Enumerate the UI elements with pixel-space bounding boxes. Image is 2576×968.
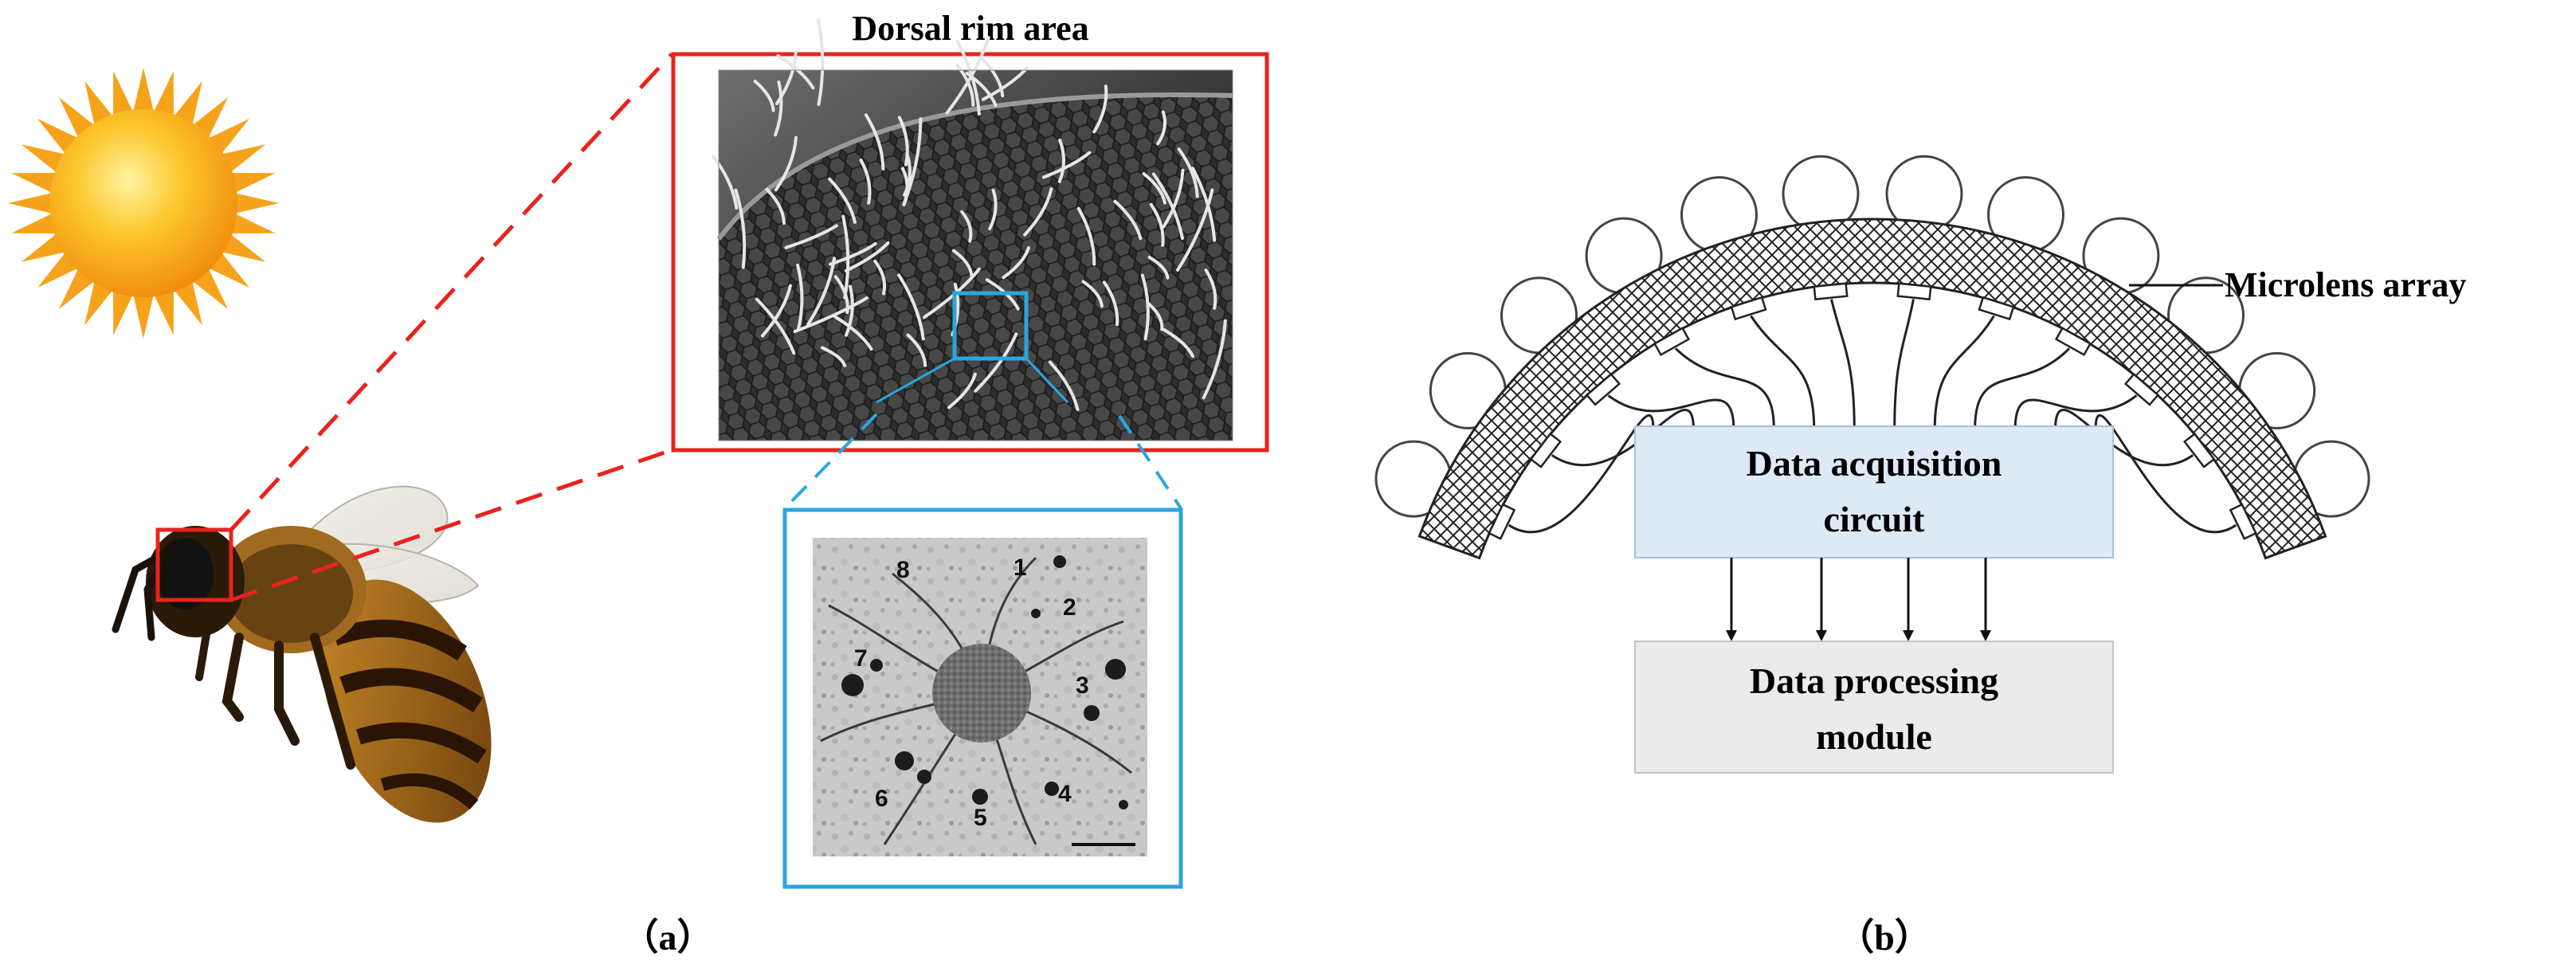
cell-number-4: 4 — [1058, 781, 1072, 807]
blue-callout-right — [1025, 357, 1069, 404]
bee-illustration — [112, 485, 492, 823]
blue-zoom-line-left — [783, 413, 878, 510]
data-acquisition-box — [1634, 425, 2114, 558]
eye-highlight-box — [155, 527, 233, 602]
blue-callout-left — [876, 357, 955, 404]
zoom-line-lower — [230, 448, 672, 602]
compound-eye-sem-image — [712, 18, 1233, 441]
cell-number-8: 8 — [896, 557, 910, 583]
caption-a: （a） — [622, 917, 714, 958]
microlens-array-diagram — [1374, 155, 2370, 560]
microlens-array-label: Microlens array — [2225, 265, 2466, 304]
blue-zoom-line-right — [1118, 414, 1182, 510]
cell-number-5: 5 — [974, 805, 987, 831]
cell-number-1: 1 — [1014, 555, 1027, 581]
cell-number-3: 3 — [1076, 672, 1089, 699]
cell-number-7: 7 — [854, 645, 868, 672]
cell-number-6: 6 — [875, 786, 888, 812]
signal-arrows — [1726, 558, 1991, 641]
data-processing-box — [1634, 641, 2114, 774]
cell-number-2: 2 — [1063, 594, 1076, 621]
sun-icon — [8, 68, 279, 339]
rim-detail-box — [952, 291, 1029, 361]
cell-numbers: 1 2 3 4 5 6 7 8 — [854, 555, 1089, 831]
data-processing-label-line1: Data processing — [1750, 660, 1998, 701]
rhabdom-micrograph — [813, 538, 1147, 856]
dorsal-rim-title: Dorsal rim area — [852, 9, 1088, 48]
data-processing-label-line2: module — [1816, 716, 1932, 757]
data-acquisition-label-line1: Data acquisition — [1747, 443, 2002, 484]
zoom-line-upper — [229, 53, 673, 531]
caption-b: （b） — [1837, 917, 1931, 958]
microlens-substrate — [1417, 218, 2327, 560]
data-acquisition-label-line2: circuit — [1824, 499, 1926, 539]
